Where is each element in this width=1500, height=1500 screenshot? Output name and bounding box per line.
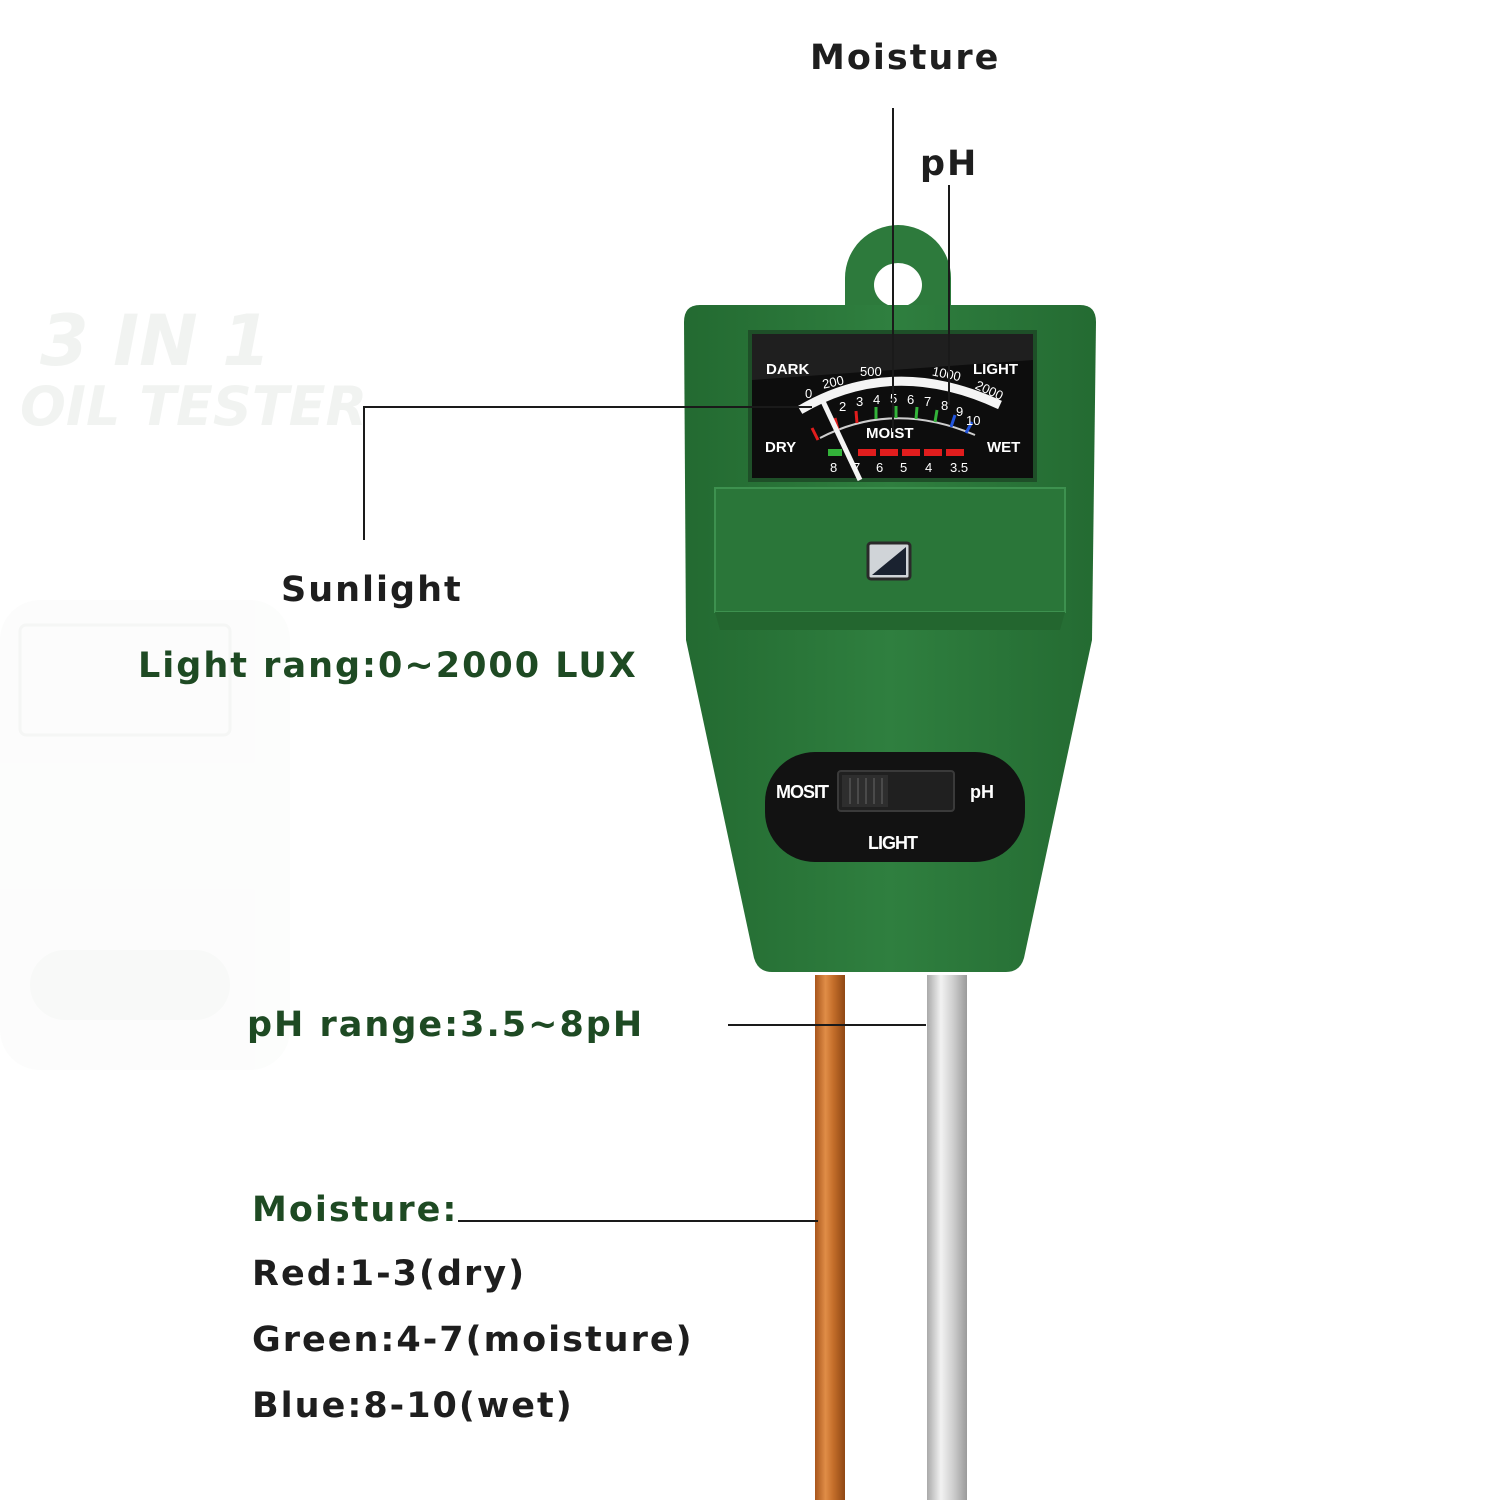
moist-tick: 10	[966, 413, 980, 428]
ghost-device	[0, 600, 290, 1070]
copper-probe	[815, 975, 845, 1500]
dial-wet: WET	[987, 439, 1020, 456]
moisture-legend-red: Red:1-3(dry)	[252, 1254, 527, 1294]
moisture-legend-title: Moisture:	[252, 1190, 459, 1230]
light-range-label: Light rang:0~2000 LUX	[138, 646, 638, 686]
moist-tick: 9	[956, 404, 963, 419]
dial-dry: DRY	[765, 439, 796, 456]
sunlight-callout: Sunlight	[281, 570, 463, 610]
hanging-tab	[845, 225, 951, 307]
moist-tick: 7	[924, 394, 931, 409]
switch-label-mosit: MOSIT	[776, 782, 829, 802]
dial-light: LIGHT	[973, 361, 1018, 378]
mode-switch-slider[interactable]	[842, 775, 888, 807]
moist-tick: 3	[856, 394, 863, 409]
ph-range-label: pH range:3.5~8pH	[247, 1005, 645, 1045]
moisture-legend-blue: Blue:8-10(wet)	[252, 1386, 574, 1426]
lux-tick: 0	[805, 386, 812, 401]
ph-tick: 8	[830, 460, 837, 475]
ph-tick: 5	[900, 460, 907, 475]
ghost-title-line2: OIL TESTER	[20, 375, 368, 438]
dial-dark: DARK	[766, 361, 809, 378]
switch-label-ph: pH	[970, 782, 994, 802]
lux-tick: 500	[860, 364, 882, 379]
gauge-needle	[817, 393, 863, 482]
ghost-title-line1: 3 IN 1	[40, 300, 271, 382]
moist-tick: 2	[839, 399, 846, 414]
ph-scale	[828, 449, 964, 456]
ph-tick: 4	[925, 460, 932, 475]
ph-tick: 6	[876, 460, 883, 475]
ph-tick: 3.5	[950, 460, 968, 475]
ph-callout: pH	[920, 144, 979, 184]
dial-moist: MOIST	[866, 425, 914, 442]
lux-tick: 200	[821, 373, 845, 392]
switch-label-light: LIGHT	[868, 833, 918, 853]
callout-lines	[363, 108, 950, 1222]
lux-tick: 1000	[931, 363, 962, 384]
moist-tick: 6	[907, 392, 914, 407]
ph-tick: 7	[853, 460, 860, 475]
moist-tick: 8	[941, 398, 948, 413]
moisture-legend-green: Green:4-7(moisture)	[252, 1320, 694, 1360]
moist-tick: 4	[873, 392, 880, 407]
silver-probe	[927, 975, 967, 1500]
moisture-callout: Moisture	[810, 38, 1001, 78]
